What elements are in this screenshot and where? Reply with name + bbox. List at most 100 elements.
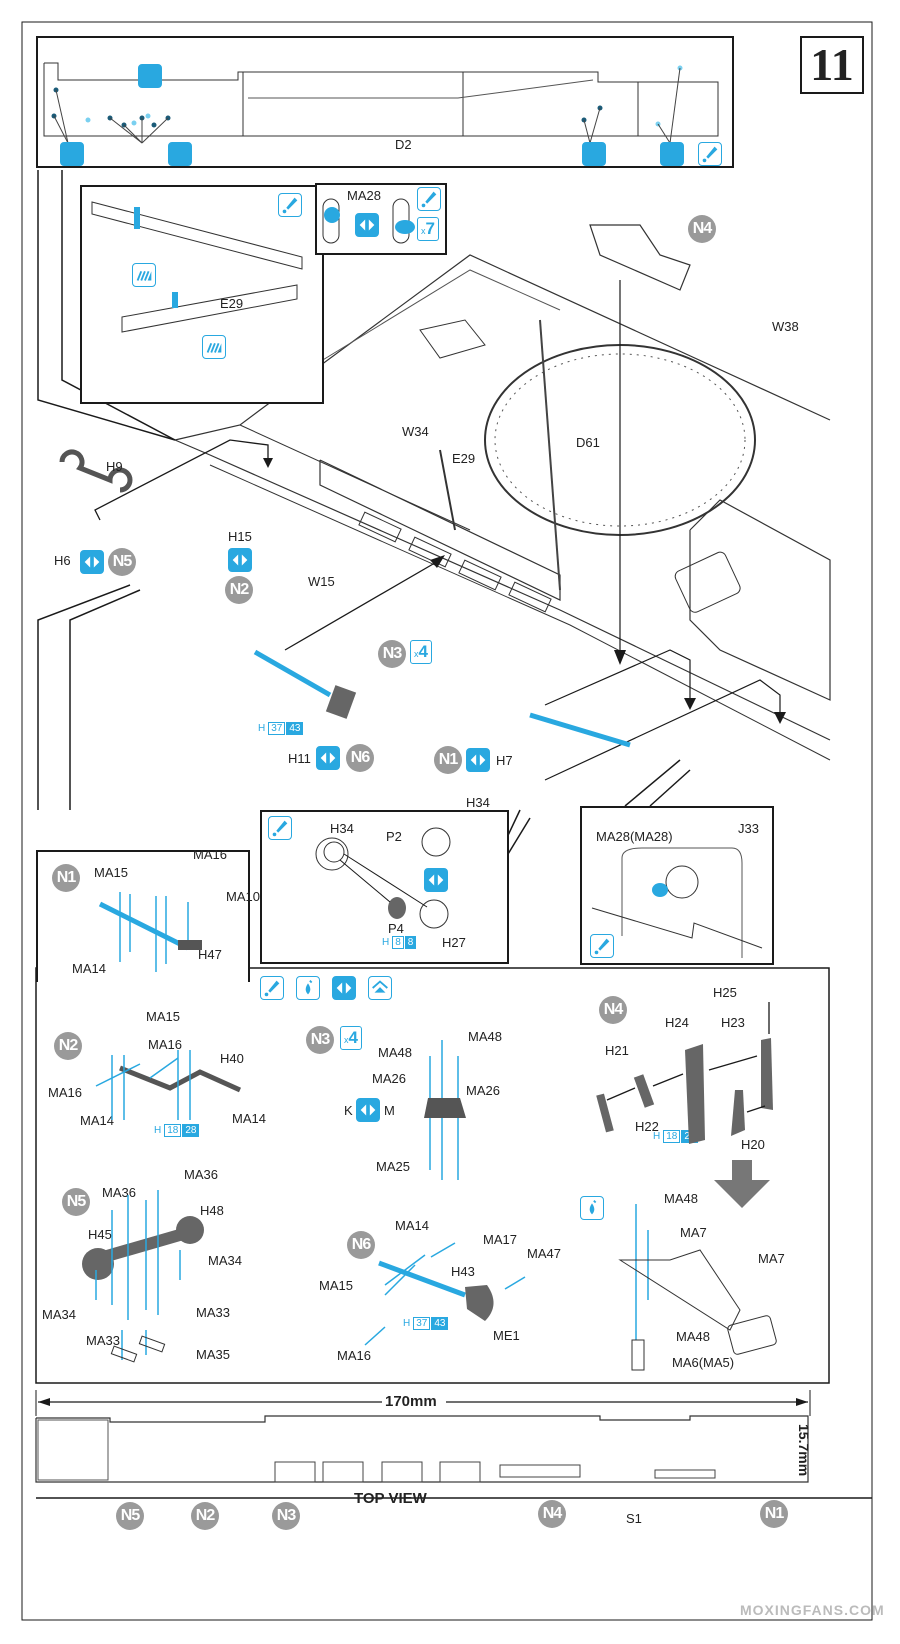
subassembly-badge-n3: N3 (378, 640, 406, 668)
part-label-ma34: MA34 (208, 1253, 242, 1268)
subassembly-n3: N3 x4 MA48 MA48 MA26 MA26 MA25 K M (300, 1020, 540, 1200)
top-view-badge-n4: N4 (538, 1500, 566, 1528)
quantity-value: 7 (425, 219, 435, 238)
subassembly-n1: N1 MA15 MA16 MA10 H47 MA14 (36, 847, 260, 982)
subassembly-n5: N5 MA36 MA36 H48 H45 MA34 MA34 MA33 MA33… (40, 1160, 300, 1380)
part-label-ma48: MA48 (664, 1191, 698, 1206)
part-label-me1: ME1 (493, 1328, 520, 1343)
part-label-ma28: MA28(MA28) (596, 829, 673, 844)
part-label-ma33: MA33 (86, 1333, 120, 1348)
paint-prefix: H (403, 1318, 411, 1329)
width-dimension: 15.7mm (796, 1424, 812, 1477)
top-view-title: TOP VIEW (354, 1490, 427, 1507)
glue-drop-icon (296, 976, 320, 1000)
part-label-h7: H7 (496, 753, 513, 768)
optional-part-icon (228, 548, 252, 572)
part-label-ma15: MA15 (146, 1009, 180, 1024)
part-label-ma14: MA14 (232, 1111, 266, 1126)
part-label-ma10: MA10 (226, 889, 260, 904)
top-view-badge-n2: N2 (191, 1502, 219, 1530)
part-label-h20: H20 (741, 1137, 765, 1152)
part-label-ma35: MA35 (196, 1347, 230, 1362)
subassembly-badge-n3: N3 (306, 1026, 334, 1054)
e29-rails (91, 201, 303, 333)
cement-icon (278, 193, 302, 217)
part-label-ma16: MA16 (337, 1348, 371, 1363)
optional-part-icon (424, 868, 448, 892)
quantity-badge: x4 (340, 1026, 362, 1050)
part-label-h6: H6 (54, 553, 71, 568)
cement-icon (268, 816, 292, 840)
drill-hole-icon (138, 64, 162, 88)
quantity-badge: x4 (410, 640, 432, 664)
part-label-ma6: MA6(MA5) (672, 1355, 735, 1370)
ream-hole-icon (582, 142, 606, 166)
paint-prefix: H (154, 1125, 162, 1136)
part-label-ma25: MA25 (376, 1159, 410, 1174)
part-label-ma16: MA16 (193, 847, 227, 862)
subassembly-badge-n2: N2 (54, 1032, 82, 1060)
part-label-w34: W34 (402, 424, 429, 439)
part-label-ma17: MA17 (483, 1232, 517, 1247)
part-label-p4: P4 (388, 921, 404, 936)
paint-code: 8 (392, 936, 404, 949)
subassembly-badge-n5: N5 (62, 1188, 90, 1216)
paint-code: 43 (431, 1317, 449, 1330)
optional-part-icon (355, 213, 379, 237)
n4-rack-parts (618, 1204, 777, 1371)
top-view-badge-n3: N3 (272, 1502, 300, 1530)
part-label-ma36: MA36 (184, 1167, 218, 1182)
bend-part-icon (132, 263, 156, 287)
option-label-m: M (384, 1103, 395, 1118)
top-view-badge-n1: N1 (760, 1500, 788, 1528)
part-label-h27: H27 (442, 935, 466, 950)
quantity-badge: x7 (417, 217, 439, 241)
part-label-ma48: MA48 (468, 1029, 502, 1044)
n1-parts (98, 892, 202, 972)
part-label-e29: E29 (220, 296, 244, 311)
paint-code: 43 (286, 722, 304, 735)
part-label-ma47: MA47 (527, 1246, 561, 1261)
cement-icon (417, 187, 441, 211)
subassembly-badge-n1: N1 (52, 864, 80, 892)
part-label-ma48: MA48 (676, 1329, 710, 1344)
n6-parts (364, 1242, 526, 1346)
optional-part-icon (356, 1098, 380, 1122)
part-label-e29: E29 (452, 451, 476, 466)
part-label-h43: H43 (451, 1264, 475, 1279)
length-dimension: 170mm (385, 1393, 437, 1410)
subassembly-badge-n6: N6 (346, 744, 374, 772)
part-label-d61: D61 (576, 435, 600, 450)
part-label-h22: H22 (635, 1119, 659, 1134)
quantity-value: 4 (348, 1028, 358, 1047)
top-panel-d2: D2 (36, 36, 734, 168)
paint-prefix: H (382, 937, 390, 948)
part-label-p2: P2 (386, 829, 402, 844)
glue-drop-icon (580, 1196, 604, 1220)
step-number: 11 (800, 36, 864, 94)
part-label-ma16: MA16 (148, 1037, 182, 1052)
quantity-value: 4 (418, 642, 428, 661)
n3-parts (424, 1040, 466, 1180)
part-label-ma26: MA26 (372, 1071, 406, 1086)
watermark: MOXINGFANS.COM (740, 1602, 885, 1618)
part-label-ma34: MA34 (42, 1307, 76, 1322)
part-label-ma14: MA14 (395, 1218, 429, 1233)
callout-e29: E29 (80, 185, 324, 404)
n2-parts (95, 1050, 242, 1120)
bend-part-icon (202, 335, 226, 359)
top-view-badge-n5: N5 (116, 1502, 144, 1530)
subassembly-badge-n2: N2 (225, 576, 253, 604)
part-label-ma33: MA33 (196, 1305, 230, 1320)
part-label-w15: W15 (308, 574, 335, 589)
n4-parts (596, 1002, 773, 1144)
cement-icon (590, 934, 614, 958)
headlight-parts (315, 827, 451, 929)
part-label-h34: H34 (330, 821, 354, 836)
part-label-ma15: MA15 (319, 1278, 353, 1293)
